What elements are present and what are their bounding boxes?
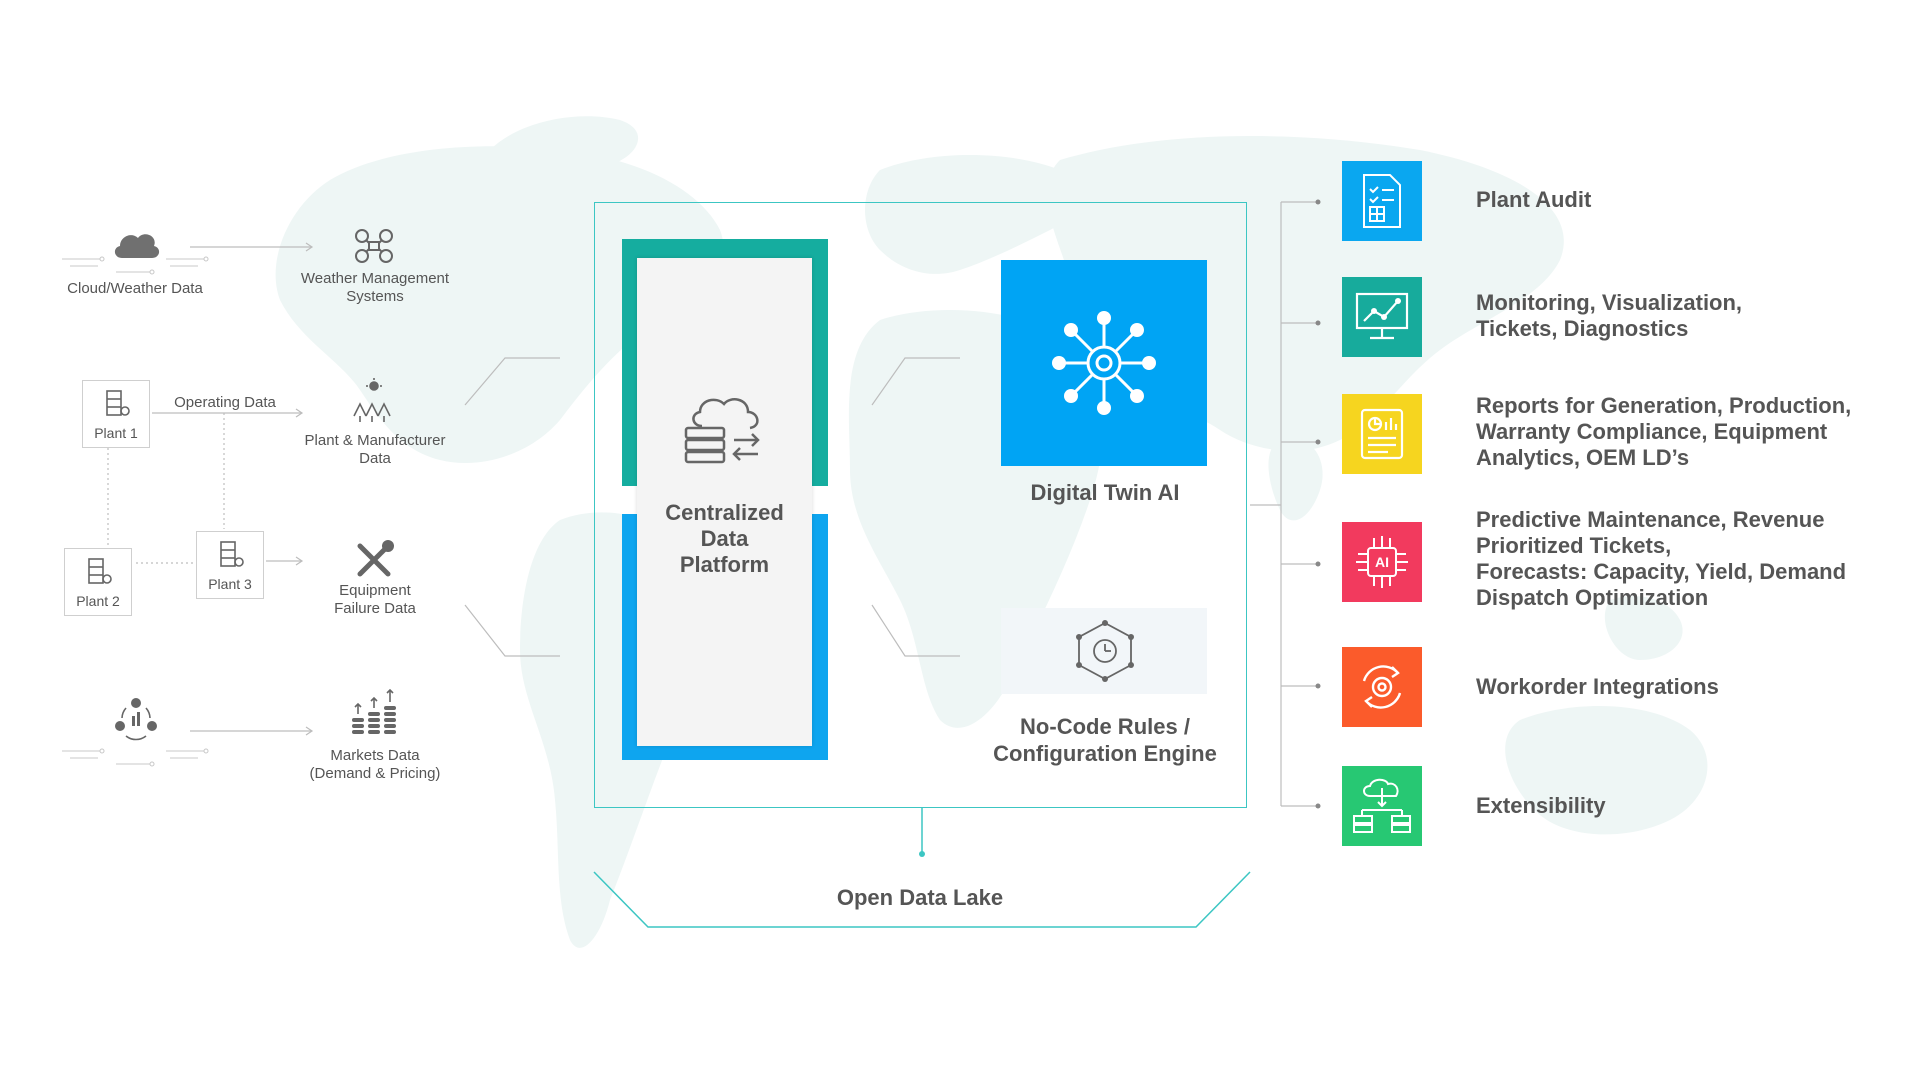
no-code-box xyxy=(1001,608,1207,694)
output-line: Analytics, OEM LD’s xyxy=(1476,445,1690,470)
output-line: Tickets, Diagnostics xyxy=(1476,316,1689,341)
output-line: Forecasts: Capacity, Yield, Demand xyxy=(1476,559,1847,584)
solar-panel-icon xyxy=(353,378,391,422)
plant-3-box: Plant 3 xyxy=(196,531,264,599)
network-gear-icon xyxy=(1052,311,1156,415)
markets-line1: Markets Data xyxy=(330,747,420,764)
output-monitoring: Monitoring, Visualization, Tickets, Diag… xyxy=(1476,290,1742,342)
plant-audit-tile xyxy=(1342,161,1422,241)
plant-3-label: Plant 3 xyxy=(208,576,252,592)
equipment-line2: Failure Data xyxy=(334,600,416,617)
report-icon xyxy=(1360,408,1404,460)
cloud-database-sync-icon xyxy=(684,398,760,464)
team-cycle-icon xyxy=(115,698,157,741)
plant-1-box: Plant 1 xyxy=(82,380,150,448)
equipment-failure-label: Equipment Failure Data xyxy=(280,582,470,618)
weather-mgmt-line1: Weather Management xyxy=(300,270,450,287)
output-line: Reports for Generation, Production, xyxy=(1476,393,1852,418)
output-workorder: Workorder Integrations xyxy=(1476,674,1719,700)
output-line: Dispatch Optimization xyxy=(1476,585,1709,610)
equipment-line1: Equipment xyxy=(339,582,411,599)
output-line: Monitoring, Visualization, xyxy=(1476,290,1743,315)
markets-data-label: Markets Data (Demand & Pricing) xyxy=(280,747,470,783)
output-line: Predictive Maintenance, Revenue xyxy=(1476,507,1825,532)
extensibility-tile xyxy=(1342,766,1422,846)
output-line: Plant Audit xyxy=(1476,187,1592,212)
no-code-line2: Configuration Engine xyxy=(993,741,1217,766)
svg-text:AI: AI xyxy=(1375,554,1389,570)
drone-icon xyxy=(355,229,393,263)
weather-mgmt-label: Weather Management Systems xyxy=(280,270,470,306)
output-reports: Reports for Generation, Production, Warr… xyxy=(1476,393,1851,471)
output-line: Extensibility xyxy=(1476,793,1606,818)
no-code-line1: No-Code Rules / xyxy=(1020,714,1190,739)
server-rack-icon xyxy=(220,541,244,567)
output-line: Prioritized Tickets, xyxy=(1476,533,1672,558)
digital-twin-title: Digital Twin AI xyxy=(1030,480,1180,505)
no-code-title: No-Code Rules / Configuration Engine xyxy=(960,713,1250,767)
output-extensibility: Extensibility xyxy=(1476,793,1606,819)
reports-tile xyxy=(1342,394,1422,474)
output-predictive: Predictive Maintenance, Revenue Prioriti… xyxy=(1476,507,1846,611)
plant-1-label: Plant 1 xyxy=(94,425,138,441)
monitor-chart-icon xyxy=(1355,292,1409,340)
plant-mfr-line1: Plant & Manufacturer xyxy=(304,432,446,449)
monitoring-tile xyxy=(1342,277,1422,357)
cdp-title: Centralized Data Platform xyxy=(637,500,812,578)
workorder-tile xyxy=(1342,647,1422,727)
workorder-gear-icon xyxy=(1362,665,1402,709)
weather-mgmt-line2: Systems xyxy=(346,288,404,305)
platform-frame xyxy=(594,202,1247,808)
cube-clock-icon xyxy=(1076,620,1134,682)
ai-chip-icon: AI xyxy=(1356,536,1408,588)
cdp-line3: Platform xyxy=(679,552,770,577)
output-line: Workorder Integrations xyxy=(1476,674,1719,699)
output-plant-audit: Plant Audit xyxy=(1476,187,1591,213)
cloud-weather-label: Cloud/Weather Data xyxy=(67,280,203,297)
centralized-data-platform-card xyxy=(637,258,812,746)
cloud-server-icon xyxy=(1353,778,1411,833)
plant-2-box: Plant 2 xyxy=(64,548,132,616)
operating-data-label: Operating Data xyxy=(174,394,276,411)
wrench-screwdriver-icon xyxy=(357,540,394,577)
cdp-line2: Data xyxy=(700,526,749,551)
predictive-tile: AI xyxy=(1342,522,1422,602)
output-line: Warranty Compliance, Equipment xyxy=(1476,419,1828,444)
coin-stacks-icon xyxy=(352,688,396,734)
cloud-icon xyxy=(114,234,160,258)
plant-mfr-label: Plant & Manufacturer Data xyxy=(280,432,470,468)
plant-2-label: Plant 2 xyxy=(76,593,120,609)
plant-mfr-line2: Data xyxy=(359,450,391,467)
server-rack-icon xyxy=(106,390,130,416)
open-data-lake-label: Open Data Lake xyxy=(836,885,1004,910)
markets-line2: (Demand & Pricing) xyxy=(309,765,441,782)
audit-document-icon xyxy=(1363,174,1401,228)
server-rack-icon xyxy=(88,558,112,584)
digital-twin-box xyxy=(1001,260,1207,466)
cdp-line1: Centralized xyxy=(665,500,784,525)
